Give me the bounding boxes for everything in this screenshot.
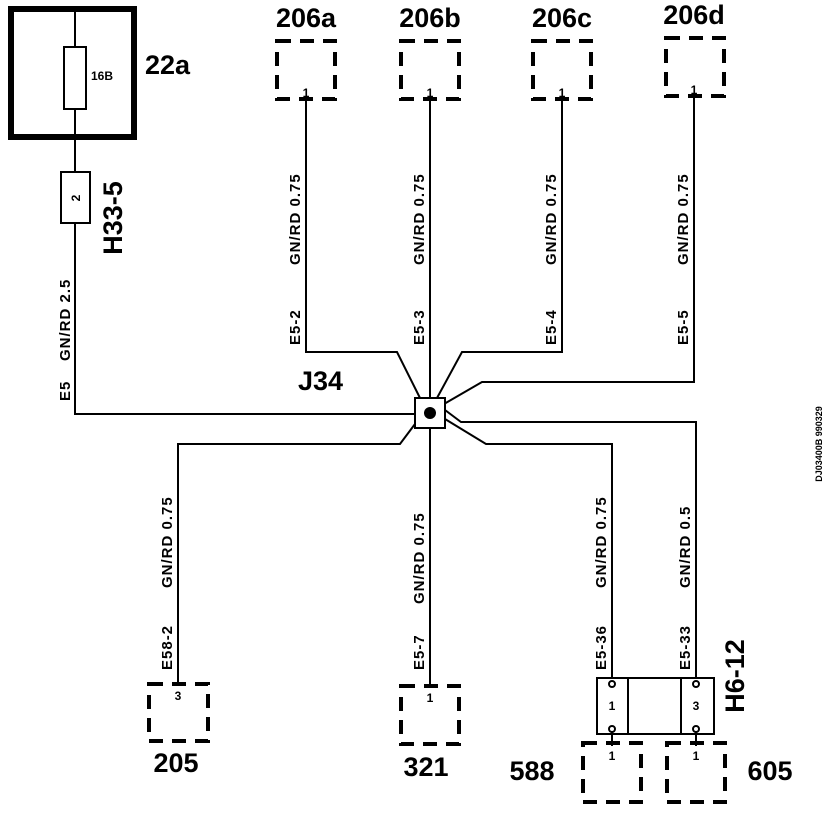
wire-e58-2 — [177, 423, 416, 684]
wire-e5-4-id: E5-4 — [543, 309, 560, 345]
wire-e5-spec: GN/RD 2.5 — [57, 279, 74, 361]
connector-588-pin: 1 — [609, 749, 616, 763]
connector-206c: 1 206c — [531, 3, 593, 101]
wire-e5-4 — [436, 99, 563, 399]
connector-605-pin: 1 — [693, 749, 700, 763]
connector-605-label: 605 — [747, 756, 792, 786]
wire-e58-2-id: E58-2 — [159, 625, 176, 670]
fuse-element — [63, 46, 87, 110]
fuse-box-label: 22a — [145, 50, 191, 80]
h33-5-label: H33-5 — [98, 181, 128, 255]
connector-205-label: 205 — [153, 748, 198, 778]
wire-e5-5-spec: GN/RD 0.75 — [675, 173, 692, 265]
connector-206b-pin: 1 — [427, 86, 434, 100]
drawing-code: DJ03400B 990329 — [814, 406, 824, 482]
wire-e5-33 — [444, 409, 697, 678]
junction-j34-node — [424, 407, 436, 419]
connector-206d: 1 206d — [663, 0, 726, 98]
connector-206c-label: 206c — [532, 3, 592, 33]
h6-12-pin-right: 3 — [693, 699, 700, 713]
connector-206a-label: 206a — [276, 3, 337, 33]
connector-321-pin: 1 — [427, 691, 434, 705]
wire-e58-2-spec: GN/RD 0.75 — [159, 496, 176, 588]
connector-205: 3 205 — [147, 682, 210, 778]
wire-e5-36-spec: GN/RD 0.75 — [593, 496, 610, 588]
connector-605: 1 605 — [665, 741, 793, 804]
h6-12-label: H6-12 — [720, 639, 750, 713]
connector-321: 1 321 — [399, 684, 461, 782]
connector-206b: 1 206b — [399, 3, 461, 101]
fuse-rating: 16B — [91, 69, 113, 83]
connector-588-label: 588 — [509, 756, 554, 786]
wire-e5-36 — [444, 418, 613, 678]
connector-206b-label: 206b — [399, 3, 461, 33]
wire-e5-36-id: E5-36 — [593, 625, 610, 670]
wire-e5-7-spec: GN/RD 0.75 — [411, 512, 428, 604]
wire-e5-5 — [443, 96, 695, 405]
connector-206c-pin: 1 — [559, 86, 566, 100]
h6-12-pin-left: 1 — [609, 699, 616, 713]
wire-e5-2 — [305, 99, 422, 401]
h6-12-connector: 1 3 H6-12 — [596, 639, 750, 735]
connector-206a: 1 206a — [275, 3, 337, 101]
connector-206d-label: 206d — [663, 0, 725, 30]
wire-e5-3-id: E5-3 — [411, 309, 428, 345]
wire-e5 — [74, 223, 415, 415]
wire-e5-2-spec: GN/RD 0.75 — [287, 173, 304, 265]
fuse-box — [8, 6, 137, 140]
connector-321-label: 321 — [403, 752, 448, 782]
wire-e5-3-spec: GN/RD 0.75 — [411, 173, 428, 265]
wire-e5-33-spec: GN/RD 0.5 — [677, 506, 694, 588]
h33-5-pin: 2 — [69, 194, 83, 201]
wire-e5-2-id: E5-2 — [287, 309, 304, 345]
wire-e5-id: E5 — [57, 381, 74, 401]
h33-5-connector — [60, 171, 91, 224]
connector-206a-pin: 1 — [303, 86, 310, 100]
connector-206d-pin: 1 — [691, 83, 698, 97]
junction-j34-label: J34 — [298, 366, 343, 396]
connector-588: 1 588 — [509, 741, 643, 804]
wire-e5-5-id: E5-5 — [675, 309, 692, 345]
wire-e5-4-spec: GN/RD 0.75 — [543, 173, 560, 265]
wire-e5-33-id: E5-33 — [677, 625, 694, 670]
connector-205-pin: 3 — [175, 689, 182, 703]
wire-e5-7-id: E5-7 — [411, 634, 428, 670]
